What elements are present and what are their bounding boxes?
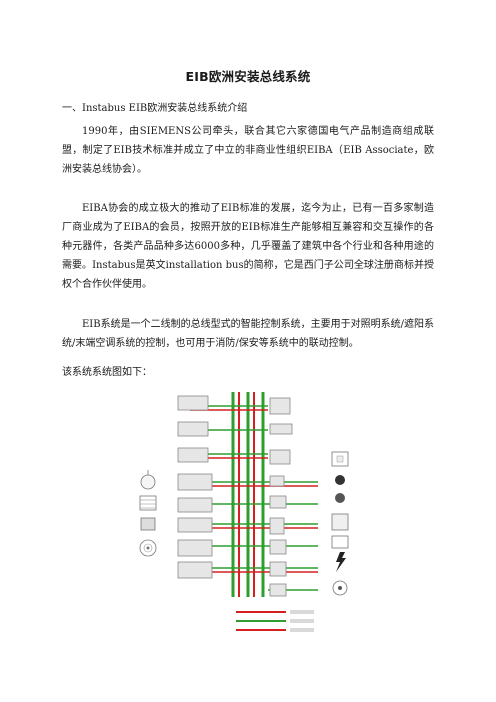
fan-icon [140, 517, 156, 531]
bus-lines [231, 392, 265, 597]
fan-icon [139, 539, 157, 557]
diagram-intro: 该系统系统图如下： [62, 367, 152, 378]
thermostat-icon [331, 451, 349, 467]
sensor-icon [335, 493, 345, 503]
document-title: EIB欧洲安装总线系统 [185, 69, 311, 84]
sensor-icon [335, 475, 345, 485]
right-devices [331, 451, 349, 596]
legend [236, 610, 314, 632]
fan-icon [332, 580, 348, 596]
paragraph-1: 1990年，由SIEMENS公司牵头，联合其它六家德国电气产品制造商组成联盟，制… [62, 126, 434, 175]
paragraph-2: EIBA协会的成立极大的推动了EIB标准的发展，迄今为止，已有一百多家制造厂商业… [62, 203, 434, 290]
sensor-icon [331, 513, 349, 531]
section-heading: 一、Instabus EIB欧洲安装总线系统介绍 [62, 103, 248, 114]
paragraph-3: EIB系统是一个二线制的总线型式的智能控制系统，主要用于对照明系统/遮阳系统/末… [62, 319, 434, 349]
blind-icon [139, 495, 157, 511]
lightning-icon [336, 552, 346, 572]
left-devices [139, 470, 157, 557]
left-modules [177, 395, 213, 579]
sensor-icon [331, 535, 349, 549]
right-modules [269, 397, 293, 597]
lamp-icon [140, 470, 156, 490]
eib-system-diagram [118, 392, 380, 642]
